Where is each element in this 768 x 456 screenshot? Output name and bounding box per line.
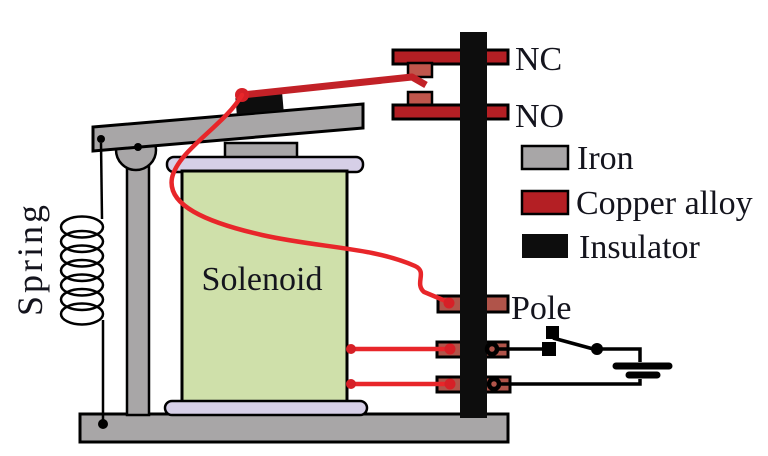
solenoid-label: Solenoid (202, 261, 323, 298)
coil-wire-upper-dot-right (444, 343, 456, 355)
nc-label: NC (515, 41, 562, 78)
legend-label-iron: Iron (577, 140, 634, 177)
contact-arm (241, 73, 428, 99)
switch-fixed-contact (542, 342, 556, 356)
coil-wire-lower-dot-right (444, 378, 456, 390)
coil-wire-lower-dot-left (346, 379, 356, 389)
spring-coil (59, 215, 105, 326)
legend: Iron Copper alloy Insulator (520, 140, 753, 266)
legend-swatch-insulator (522, 234, 568, 258)
switch-blade-tip (546, 326, 559, 339)
legend-swatch-copper-alloy (520, 189, 570, 216)
circuit-wire-return (499, 379, 642, 386)
support-post (125, 156, 151, 417)
nc-contact-block (406, 61, 434, 79)
circuit-wire-to-battery (597, 347, 642, 362)
no-terminal-bar (391, 103, 510, 121)
legend-swatch-iron (520, 144, 570, 171)
insulator-column (460, 32, 487, 418)
pole-wire-dot (443, 297, 455, 309)
pole-wire (169, 92, 451, 305)
spring-link-top (99, 142, 104, 220)
spring-base-pin (98, 419, 108, 429)
switch-blade (552, 336, 598, 352)
legend-label-copper-alloy: Copper alloy (576, 185, 753, 222)
solenoid-body (180, 169, 349, 404)
pole-label: Pole (511, 290, 571, 327)
bobbin-bottom-cap (163, 399, 369, 417)
pivot-pin (134, 143, 142, 151)
legend-label-insulator: Insulator (579, 229, 701, 266)
spring-label: Spring (10, 202, 50, 316)
base-plate (78, 412, 510, 444)
armature-lever (91, 102, 365, 153)
spring-anchor-pin (97, 135, 105, 143)
coil-wire-upper-dot-left (346, 344, 356, 354)
no-label: NO (515, 98, 564, 135)
no-contact-block (406, 90, 434, 107)
